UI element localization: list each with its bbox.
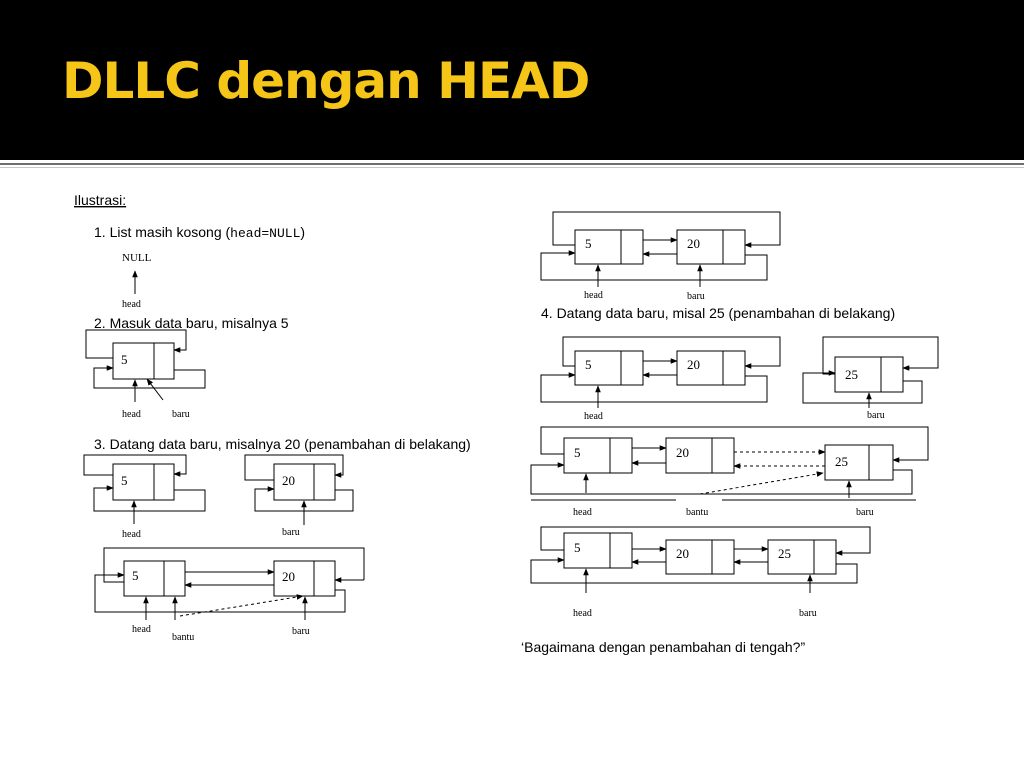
head-label: head (584, 290, 603, 301)
bantu-label: bantu (172, 632, 194, 643)
node-5-step2 (112, 342, 175, 380)
head-label: head (122, 529, 141, 540)
step-4-diagram-c (530, 526, 871, 593)
step-3-result-diagram (540, 211, 781, 287)
baru-label: baru (867, 410, 885, 421)
step-4-diagram-b (530, 426, 929, 501)
step-2-diagram (85, 329, 206, 402)
null-label: NULL (122, 252, 152, 264)
node-value: 5 (574, 540, 581, 555)
baru-label: baru (799, 608, 817, 619)
node-value: 5 (132, 568, 139, 583)
node-value: 5 (121, 473, 128, 488)
head-label: head (573, 507, 592, 518)
step-2-text: 2. Masuk data baru, misalnya 5 (94, 315, 289, 331)
step-3-text: 3. Datang data baru, misalnya 20 (penamb… (94, 436, 471, 452)
node-value: 20 (282, 473, 295, 488)
node-value: 5 (121, 352, 128, 367)
step-1-text: 1. List masih kosong (head=NULL) (94, 224, 305, 241)
node-value: 5 (585, 236, 592, 251)
step-4-text: 4. Datang data baru, misal 25 (penambaha… (541, 305, 895, 321)
node-value: 20 (676, 546, 689, 561)
head-label: head (573, 608, 592, 619)
node-value: 25 (778, 546, 791, 561)
node-value: 25 (845, 367, 858, 382)
baru-label: baru (687, 291, 705, 302)
baru-label: baru (292, 626, 310, 637)
divider-line-thin (0, 167, 1024, 168)
head-label: head (584, 411, 603, 422)
head-label: head (122, 409, 141, 420)
baru-label: baru (172, 409, 190, 420)
slide-title: DLLC dengan HEAD (62, 52, 590, 110)
node-value: 25 (835, 454, 848, 469)
bantu-label: bantu (686, 507, 708, 518)
question-text: ‘Bagaimana dengan penambahan di tengah?” (521, 639, 805, 655)
head-label: head (132, 624, 151, 635)
baru-label: baru (282, 527, 300, 538)
title-bar: DLLC dengan HEAD (0, 0, 1024, 160)
node-value: 5 (585, 357, 592, 372)
node-value: 5 (574, 445, 581, 460)
step-3-diagram-a (83, 454, 354, 525)
node-value: 20 (687, 236, 700, 251)
ilustrasi-label: Ilustrasi: (74, 192, 126, 208)
step-3-diagram-b (94, 547, 365, 620)
head-label: head (122, 299, 141, 310)
step-4-diagram-a (540, 336, 939, 408)
node-value: 20 (282, 569, 295, 584)
node-value: 20 (676, 445, 689, 460)
baru-label: baru (856, 507, 874, 518)
node-value: 20 (687, 357, 700, 372)
divider-line (0, 163, 1024, 165)
baru-arrow (146, 378, 164, 401)
